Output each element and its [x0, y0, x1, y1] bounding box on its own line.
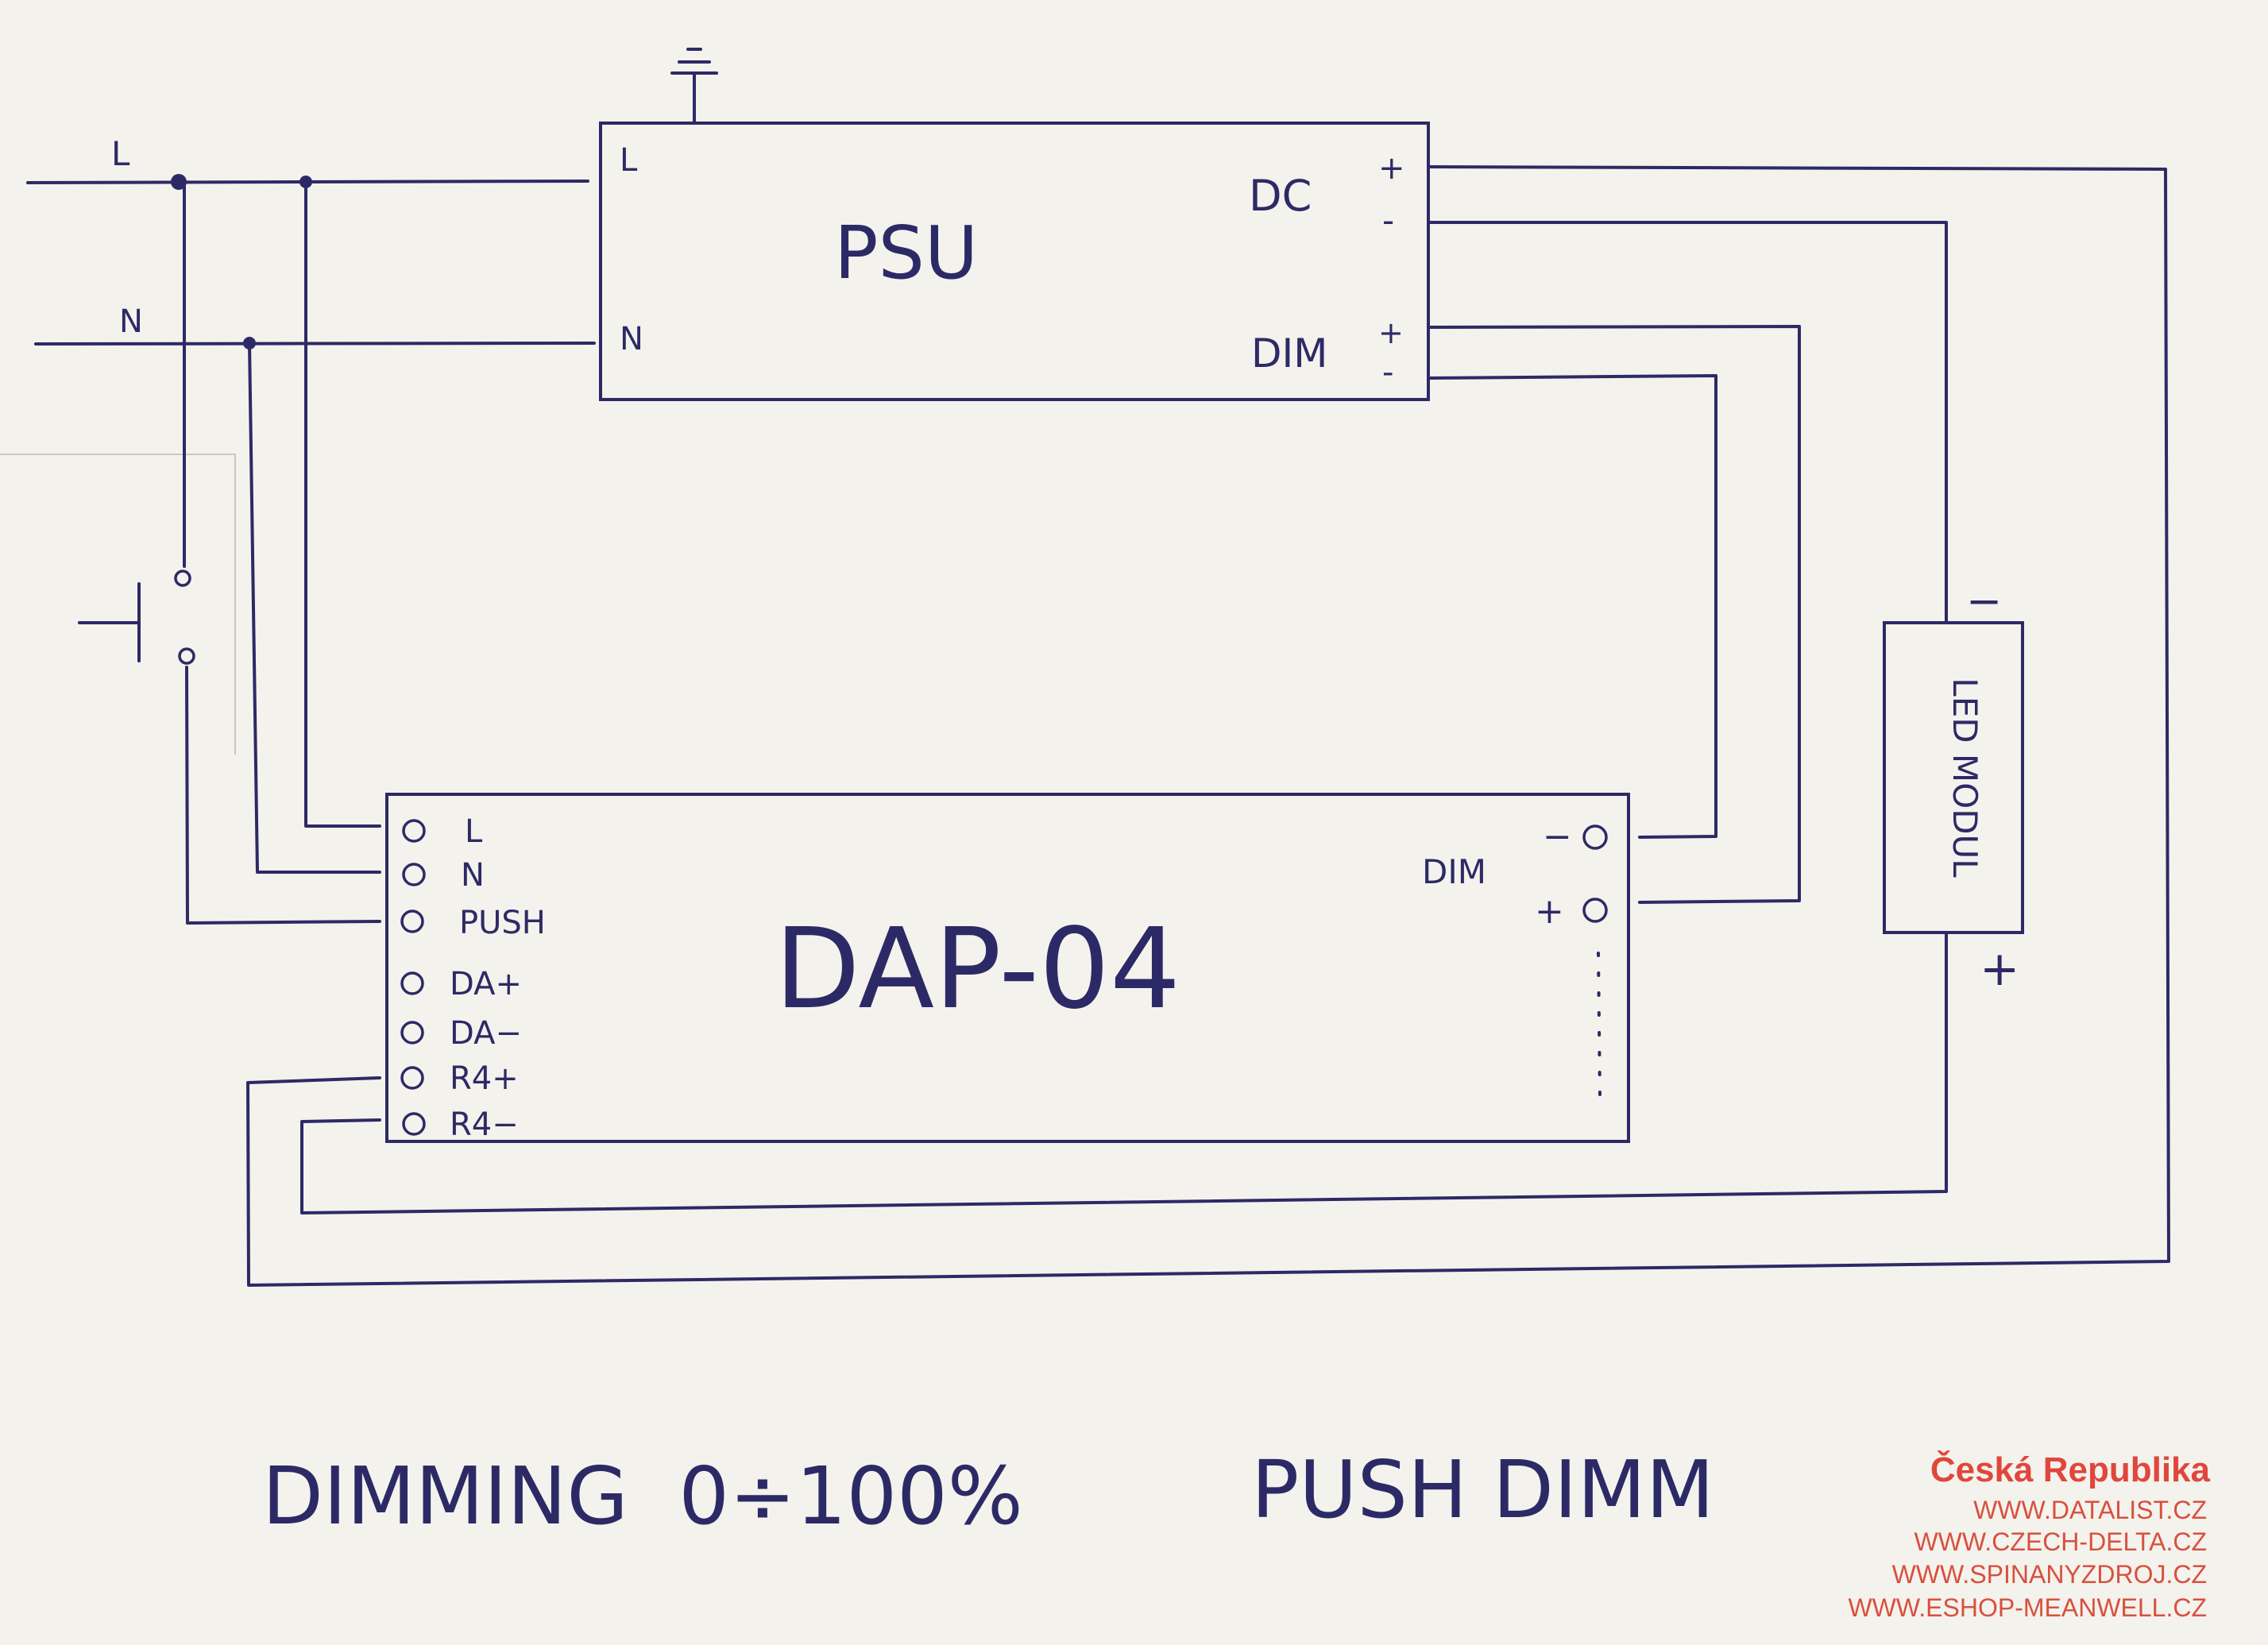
footer: DIMMING 0÷100% PUSH DIMM	[262, 1443, 1714, 1543]
psu-dc-plus: +	[1378, 150, 1405, 187]
psu-dc-label: DC	[1249, 171, 1312, 221]
watermark-line-4: WWW.ESHOP-MEANWELL.CZ	[1848, 1593, 2207, 1622]
push-button-icon	[78, 185, 195, 925]
psu-dim-label: DIM	[1251, 330, 1327, 376]
dap-box	[385, 793, 1630, 1143]
psu-block: PSU L N DC + - DIM + -	[599, 122, 1430, 401]
dap-terminal-r4-minus: R4−	[450, 1106, 519, 1143]
dap-terminal-n: N	[461, 857, 485, 894]
dap-terminal-r4-plus: R4+	[450, 1060, 519, 1097]
psu-dim-minus: -	[1382, 354, 1393, 391]
led-module-box	[1883, 621, 2024, 934]
watermark-line-1: WWW.DATALIST.CZ	[1973, 1496, 2207, 1524]
dap-dim-label: DIM	[1422, 852, 1486, 891]
wiring	[186, 165, 2170, 1287]
footer-dimming-range: DIMMING 0÷100%	[262, 1450, 1023, 1543]
dap-block: DAP-04 L N PUSH DA+ DA− R4+ R4− DIM − +	[385, 793, 1630, 1143]
dap-terminal-da-plus: DA+	[450, 966, 522, 1002]
psu-dim-plus: +	[1378, 315, 1404, 350]
watermark-line-3: WWW.SPINANYZDROJ.CZ	[1892, 1560, 2207, 1589]
led-plus: +	[1980, 941, 2019, 997]
mains-input: L N	[26, 134, 596, 349]
psu-title: PSU	[834, 210, 978, 295]
mains-line-label: L	[111, 134, 130, 173]
watermark-title: Česká Republika	[1930, 1449, 2211, 1489]
psu-input-n: N	[620, 321, 643, 357]
watermark: Česká Republika WWW.DATALIST.CZ WWW.CZEC…	[1848, 1449, 2210, 1622]
led-minus: −	[1966, 576, 2002, 626]
psu-box	[599, 122, 1430, 401]
footer-push-dimm: PUSH DIMM	[1251, 1443, 1714, 1536]
dap-dim-minus: −	[1543, 817, 1572, 857]
dap-terminal-push: PUSH	[459, 905, 546, 941]
psu-dc-minus: -	[1382, 201, 1394, 240]
led-module-label: LED MODUL	[1945, 678, 1984, 878]
paper-edge	[0, 454, 236, 755]
watermark-line-2: WWW.CZECH-DELTA.CZ	[1914, 1527, 2207, 1556]
neutral-wire	[34, 342, 596, 346]
psu-input-l: L	[620, 142, 638, 179]
dap-terminal-l: L	[465, 813, 483, 850]
mains-neutral-label: N	[119, 303, 143, 340]
earth-icon	[670, 48, 718, 125]
dap-terminal-da-minus: DA−	[450, 1015, 522, 1052]
dap-title: DAP-04	[775, 905, 1180, 1034]
led-module: LED MODUL − +	[1883, 576, 2024, 997]
dap-dim-plus: +	[1535, 891, 1564, 932]
dap-terminal-list: L N PUSH DA+ DA− R4+ R4−	[400, 813, 546, 1143]
